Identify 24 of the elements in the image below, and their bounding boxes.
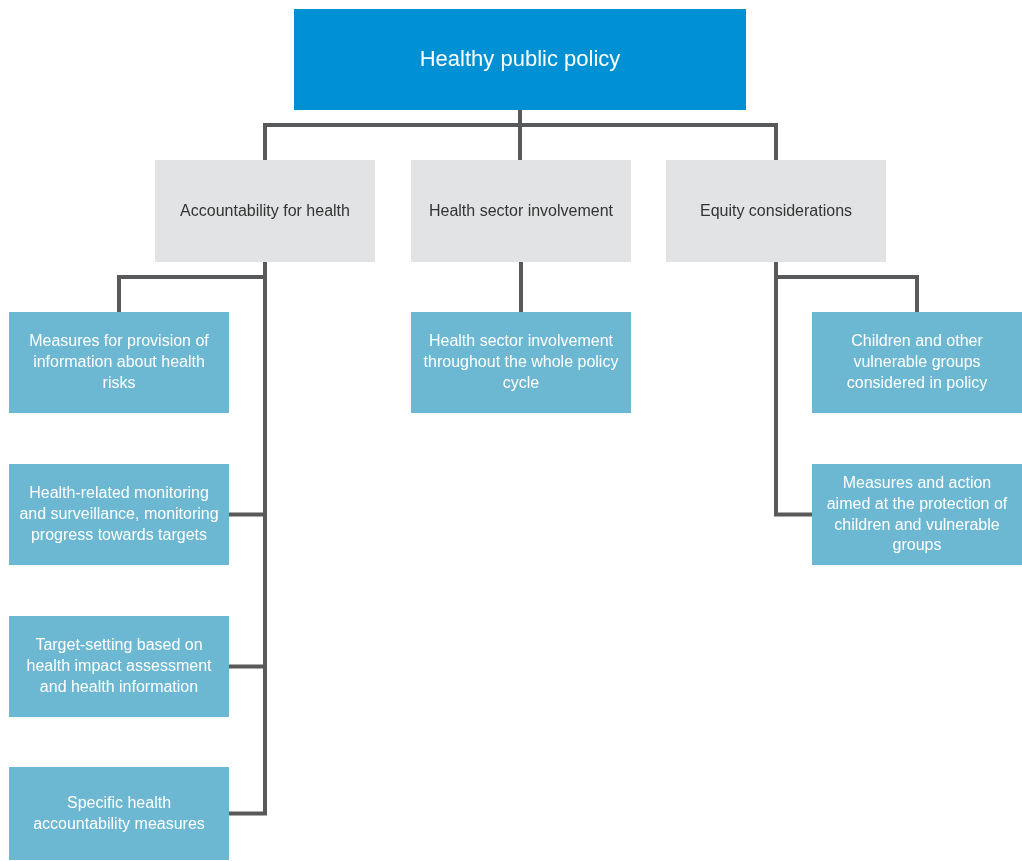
node-label: Health-related monitoring and surveillance, monitoring progress towards targets xyxy=(18,483,220,545)
item-box xyxy=(9,312,229,413)
node-label: Children and other vulnerable groups considered in policy xyxy=(845,331,989,393)
category-box xyxy=(155,160,375,262)
node-label: Healthy public policy xyxy=(419,45,621,74)
item-box xyxy=(9,616,229,717)
node-label: Health sector involvement throughout the whole policy cycle xyxy=(422,331,620,393)
category-box xyxy=(666,160,886,262)
connector-line xyxy=(774,262,812,517)
node-label: Measures and action aimed at the protection of children and vulnerable groups xyxy=(825,472,1009,556)
node-label: Specific health accountability measures xyxy=(32,792,206,834)
node-label: Target-setting based on health impact assessment and health information xyxy=(25,635,213,697)
item-box xyxy=(9,767,229,860)
node-label: Health sector involvement xyxy=(428,200,614,221)
node-label: Accountability for health xyxy=(180,200,350,221)
item-box xyxy=(411,312,631,413)
connector-line xyxy=(519,262,523,312)
node-label: Equity considerations xyxy=(699,200,853,221)
item-box xyxy=(9,464,229,565)
root-box xyxy=(294,9,746,110)
node-label: Measures for provision of information about health risks xyxy=(28,331,210,393)
category-box xyxy=(411,160,631,262)
item-box xyxy=(812,312,1022,413)
item-box xyxy=(812,464,1022,565)
